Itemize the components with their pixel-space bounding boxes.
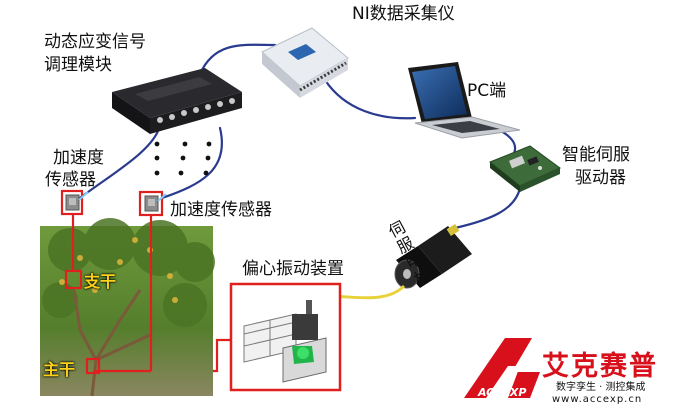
label-eccentric-device: 偏心振动装置 <box>242 259 344 279</box>
logo-slogan: 数字孪生 · 测控集成 <box>556 382 646 393</box>
highlight-markers <box>60 189 164 375</box>
label-trunk: 主干 <box>43 360 76 379</box>
channel-dots <box>154 141 212 176</box>
label-pc: PC端 <box>467 81 507 101</box>
ni-daq-device <box>261 27 349 98</box>
label-accel-left-line2: 传感器 <box>45 170 96 190</box>
eccentric-device-drawing <box>243 300 327 383</box>
label-accel-left-line1: 加速度 <box>53 148 104 168</box>
logo-mark-text: ACCEXP <box>478 386 527 399</box>
accel-sensor-right <box>144 193 167 212</box>
logo-url: www.accexp.cn <box>552 394 643 405</box>
logo-brand: 艾克赛普 <box>542 351 658 382</box>
pc-laptop <box>408 62 521 139</box>
accel-sensor-left <box>65 191 89 211</box>
accexp-logo-mark <box>464 338 540 398</box>
label-ni-daq: NI数据采集仪 <box>352 4 455 24</box>
label-conditioner-line1: 动态应变信号 <box>44 32 146 52</box>
tree-photo <box>40 218 215 397</box>
label-accel-right: 加速度传感器 <box>170 200 272 220</box>
label-driver-line2: 驱动器 <box>575 168 626 188</box>
servo-motor <box>394 223 472 289</box>
label-driver-line1: 智能伺服 <box>562 145 630 165</box>
servo-driver-board <box>489 145 561 192</box>
label-conditioner-line2: 调理模块 <box>44 55 112 75</box>
label-branch: 支干 <box>84 272 117 291</box>
strain-conditioner-device <box>112 68 242 134</box>
